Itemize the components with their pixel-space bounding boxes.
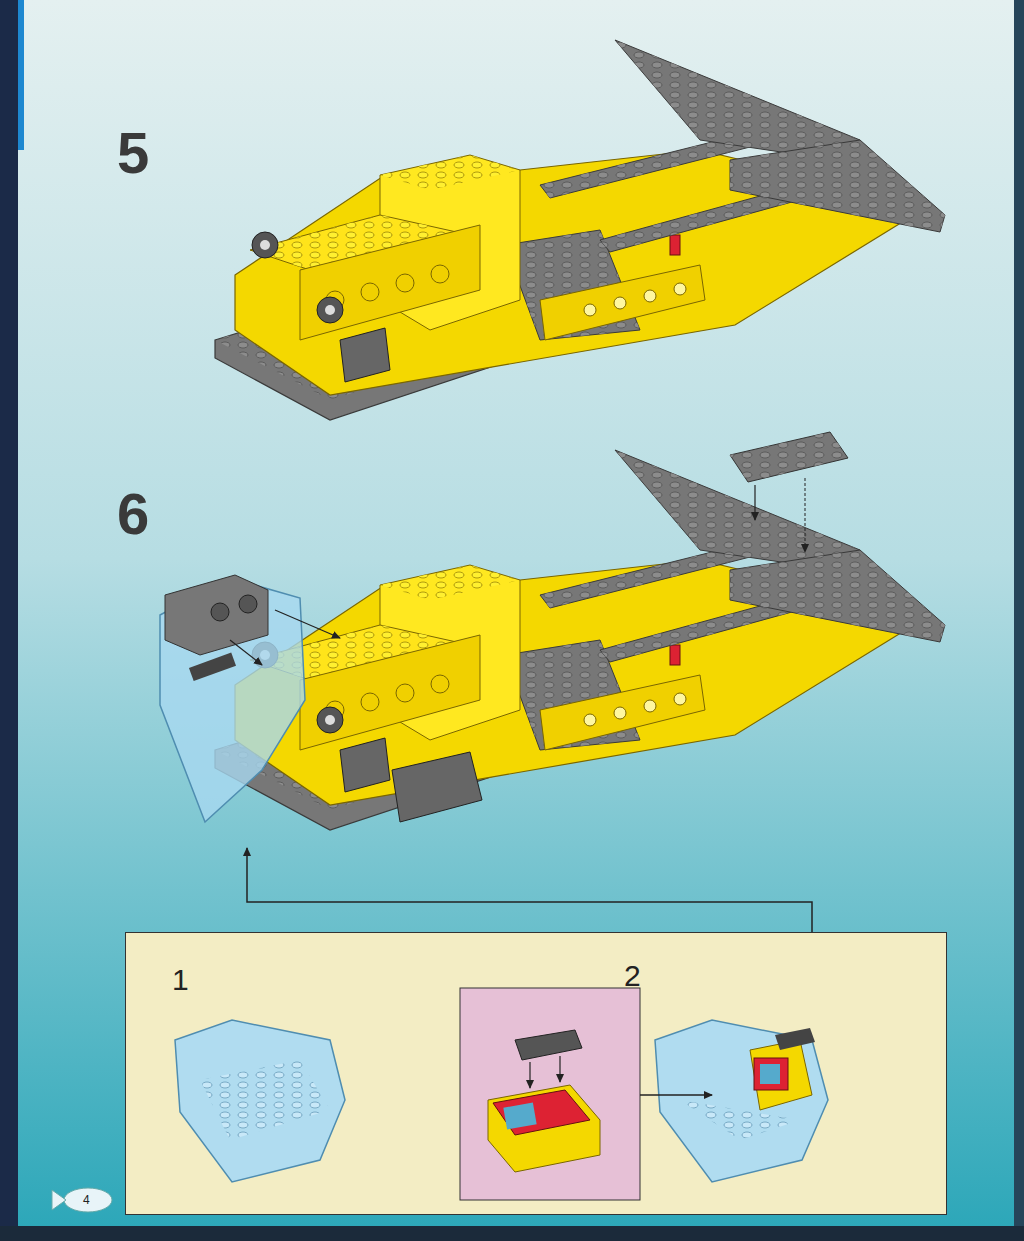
step-number: 5: [117, 124, 149, 182]
step-number: 6: [117, 485, 149, 543]
page-number: 4: [83, 1194, 90, 1206]
sub-step-panel: 12: [125, 932, 947, 1215]
sub-step-number: 1: [172, 963, 189, 996]
sub-step-number: 2: [624, 959, 641, 992]
